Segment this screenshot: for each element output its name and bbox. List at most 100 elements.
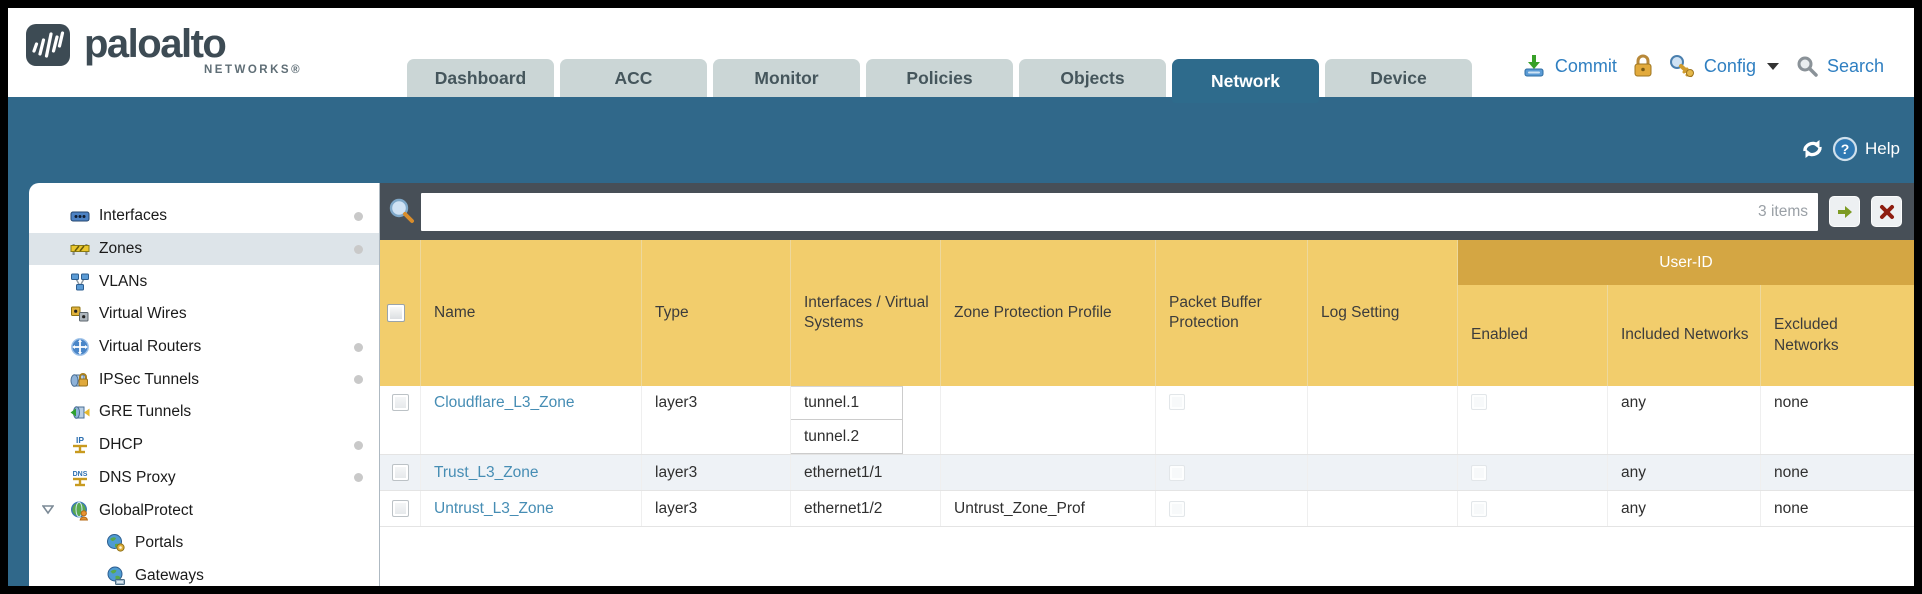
sidebar-item-portals[interactable]: Portals — [29, 527, 379, 560]
sidebar-item-label: Virtual Routers — [99, 338, 202, 356]
sidebar-item-gateways[interactable]: Gateways — [29, 560, 379, 586]
zone-interfaces-cell: ethernet1/1 — [791, 455, 941, 490]
dhcp-icon: IP — [69, 435, 90, 455]
zone-protection-cell — [941, 455, 1156, 490]
tab-dashboard[interactable]: Dashboard — [407, 59, 554, 97]
status-dot — [354, 211, 363, 221]
column-header-name[interactable]: Name — [421, 240, 642, 386]
sidebar-item-globalprotect[interactable]: GlobalProtect — [29, 494, 379, 527]
config-button[interactable]: Config — [1703, 55, 1756, 76]
dns-proxy-icon: DNS — [69, 468, 90, 488]
search-button[interactable]: Search — [1826, 55, 1884, 76]
apply-filter-button[interactable] — [1829, 196, 1860, 227]
logo-networks-text: NETWORKS® — [204, 64, 303, 76]
filter-input-wrap: 3 items — [421, 191, 1818, 232]
zone-name-link[interactable]: Cloudflare_L3_Zone — [434, 394, 575, 411]
status-dot — [354, 440, 363, 450]
sidebar-item-label: IPSec Tunnels — [99, 370, 199, 388]
lock-icon[interactable] — [1632, 54, 1654, 78]
svg-text:DNS: DNS — [72, 471, 87, 478]
column-header-packet-buffer-protection[interactable]: Packet Buffer Protection — [1156, 240, 1308, 386]
zones-content-pane: 3 items Name Type Interfaces / Virtual — [380, 183, 1914, 586]
subheader-utilities: ? Help — [1800, 136, 1900, 162]
row-checkbox[interactable] — [391, 464, 409, 481]
filter-input[interactable] — [421, 191, 1759, 232]
sidebar-item-dhcp[interactable]: IP DHCP — [29, 429, 379, 462]
row-checkbox[interactable] — [391, 394, 409, 411]
column-header-interfaces[interactable]: Interfaces / Virtual Systems — [791, 240, 941, 386]
table-row: Cloudflare_L3_Zone layer3 tunnel.1 tunne… — [380, 386, 1914, 455]
interfaces-icon — [69, 206, 90, 226]
included-networks-cell: any — [1608, 455, 1761, 490]
included-networks-cell: any — [1608, 386, 1761, 454]
column-header-zone-protection-profile[interactable]: Zone Protection Profile — [941, 240, 1156, 386]
user-id-enabled-checkbox — [1471, 394, 1487, 410]
sidebar-item-label: Zones — [99, 240, 143, 258]
items-count: 3 items — [1758, 202, 1808, 220]
paloalto-logo: paloalto — [24, 18, 227, 75]
sidebar-item-dns-proxy[interactable]: DNS DNS Proxy — [29, 462, 379, 495]
log-setting-cell — [1308, 455, 1458, 490]
green-arrow-icon — [1837, 205, 1852, 218]
user-id-group-header: User-ID — [1458, 240, 1914, 285]
row-checkbox[interactable] — [391, 500, 409, 517]
paloalto-logo-icon — [24, 18, 74, 75]
table-row: Untrust_L3_Zone layer3 ethernet1/2 Untru… — [380, 491, 1914, 527]
column-header-enabled[interactable]: Enabled — [1458, 240, 1608, 386]
column-header-excluded-networks[interactable]: Excluded Networks — [1774, 316, 1839, 354]
red-x-icon — [1879, 204, 1894, 219]
zones-icon — [69, 239, 90, 259]
config-icon[interactable] — [1669, 54, 1695, 78]
included-networks-cell: any — [1608, 491, 1761, 526]
virtual-wires-icon — [69, 304, 90, 324]
zone-name-link[interactable]: Untrust_L3_Zone — [434, 499, 554, 517]
select-all-checkbox[interactable] — [387, 304, 405, 322]
help-icon[interactable]: ? — [1832, 136, 1858, 162]
tab-objects[interactable]: Objects — [1019, 59, 1166, 97]
tab-device[interactable]: Device — [1325, 59, 1472, 97]
sidebar-item-label: Virtual Wires — [99, 305, 187, 323]
commit-icon[interactable] — [1522, 54, 1546, 78]
tab-monitor[interactable]: Monitor — [713, 59, 860, 97]
virtual-routers-icon — [69, 337, 90, 357]
select-all-cell — [380, 240, 421, 386]
column-header-type[interactable]: Type — [642, 240, 791, 386]
sidebar-item-interfaces[interactable]: Interfaces — [29, 200, 379, 233]
config-dropdown-caret-icon[interactable] — [1766, 62, 1779, 70]
expand-triangle-icon[interactable] — [42, 505, 54, 515]
column-header-log-setting[interactable]: Log Setting — [1308, 240, 1458, 386]
main-nav-tabs: Dashboard ACC Monitor Policies Objects N… — [407, 59, 1472, 103]
clear-filter-button[interactable] — [1871, 196, 1902, 227]
zone-name-link[interactable]: Trust_L3_Zone — [434, 463, 539, 481]
sidebar-item-virtual-wires[interactable]: Virtual Wires — [29, 298, 379, 331]
zone-protection-cell: Untrust_Zone_Prof — [941, 491, 1156, 526]
search-icon[interactable] — [1796, 55, 1818, 77]
application-window: paloalto NETWORKS® Dashboard ACC Monitor… — [8, 8, 1914, 586]
sidebar-item-vlans[interactable]: VLANs — [29, 265, 379, 298]
refresh-icon[interactable] — [1800, 138, 1825, 160]
sidebar-item-gre-tunnels[interactable]: GRE Tunnels — [29, 396, 379, 429]
filter-search-icon — [388, 198, 415, 225]
network-sidebar: Interfaces Zones — [29, 183, 380, 586]
log-setting-cell — [1308, 491, 1458, 526]
help-label[interactable]: Help — [1865, 139, 1900, 158]
sidebar-item-label: GlobalProtect — [99, 501, 193, 519]
commit-button[interactable]: Commit — [1554, 55, 1617, 76]
excluded-networks-cell: none — [1774, 463, 1809, 481]
sidebar-item-ipsec-tunnels[interactable]: IPSec Tunnels — [29, 363, 379, 396]
column-header-included-networks[interactable]: Included Networks — [1608, 240, 1761, 386]
sidebar-item-label: GRE Tunnels — [99, 403, 192, 421]
gateways-icon — [105, 566, 126, 586]
sidebar-item-zones[interactable]: Zones — [29, 232, 379, 266]
table-row: Trust_L3_Zone layer3 ethernet1/1 any non… — [380, 455, 1914, 491]
tab-policies[interactable]: Policies — [866, 59, 1013, 97]
user-id-enabled-checkbox — [1471, 500, 1487, 517]
zone-protection-cell — [941, 386, 1156, 454]
tab-acc[interactable]: ACC — [560, 59, 707, 97]
interface-item: tunnel.1 — [791, 386, 903, 420]
packet-buffer-checkbox — [1169, 394, 1185, 410]
packet-buffer-checkbox — [1169, 500, 1185, 517]
sidebar-item-virtual-routers[interactable]: Virtual Routers — [29, 331, 379, 364]
sidebar-nav-list: Interfaces Zones — [29, 183, 379, 586]
tab-network[interactable]: Network — [1172, 59, 1319, 103]
